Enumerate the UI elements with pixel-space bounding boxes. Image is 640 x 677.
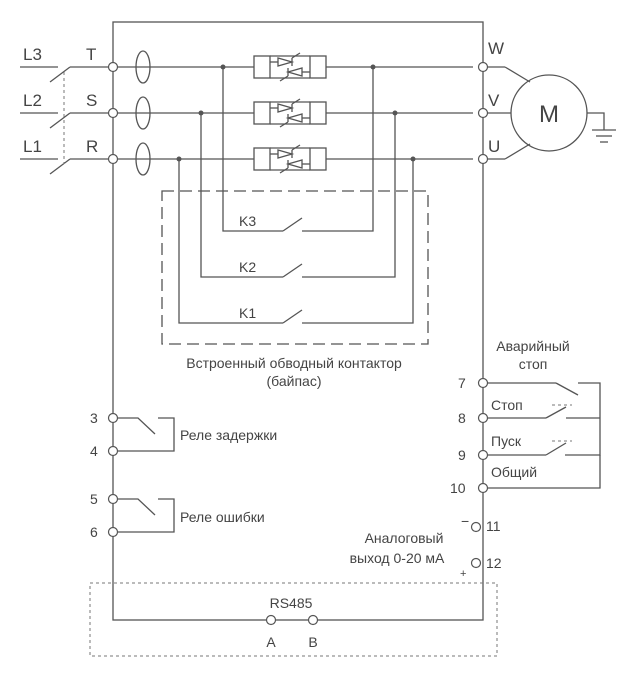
input-disconnect-switch <box>20 66 108 175</box>
terminal-s-label: S <box>86 91 97 110</box>
start-label: Пуск <box>491 433 522 449</box>
bypass-caption-line2: (байпас) <box>267 373 322 389</box>
line-l2-label: L2 <box>23 91 42 110</box>
fault-relay-terminal-5: 5 <box>90 491 98 507</box>
contactor-k3 <box>222 67 374 232</box>
rs485-b-label: B <box>308 634 317 650</box>
terminal-v-label: V <box>488 91 500 110</box>
contactor-k2 <box>200 113 396 278</box>
rs485-a-label: A <box>266 634 276 650</box>
rs485-terminal-a <box>265 614 277 626</box>
ground-icon <box>587 112 616 143</box>
analog-output-label-line1: Аналоговый <box>365 530 444 546</box>
contactor-k3-label: K3 <box>239 213 256 229</box>
terminal-11-label: 11 <box>486 518 501 534</box>
stop-label: Стоп <box>491 397 523 413</box>
current-transformer-r <box>135 142 151 176</box>
control-wiring <box>488 382 601 489</box>
contactor-k1-label: K1 <box>239 305 256 321</box>
current-transformer-t <box>135 50 151 84</box>
fault-relay-terminal-6: 6 <box>90 524 98 540</box>
contactor-k1 <box>178 159 414 324</box>
terminal-t-label: T <box>86 45 96 64</box>
delay-relay-terminal-4: 4 <box>90 443 98 459</box>
analog-plus-sign: + <box>460 568 466 580</box>
terminal-7-label: 7 <box>458 375 466 391</box>
delay-relay <box>118 417 175 452</box>
rs485-terminal-b <box>307 614 319 626</box>
emergency-stop-label-line1: Аварийный <box>496 338 569 354</box>
line-l3-label: L3 <box>23 45 42 64</box>
line-l1-label: L1 <box>23 137 42 156</box>
delay-relay-label: Реле задержки <box>180 427 277 443</box>
analog-minus-sign: − <box>461 513 469 529</box>
emergency-stop-label-line2: стоп <box>519 356 548 372</box>
terminal-r-label: R <box>86 137 98 156</box>
bypass-caption-line1: Встроенный обводный контактор <box>186 355 402 371</box>
contactor-k2-label: K2 <box>239 259 256 275</box>
analog-output-label-line2: выход 0-20 мА <box>350 550 445 566</box>
rs485-label: RS485 <box>270 595 313 611</box>
thyristor-pair-t <box>253 52 327 82</box>
fault-relay <box>118 498 175 533</box>
terminal-9-label: 9 <box>458 447 466 463</box>
terminal-8-label: 8 <box>458 410 466 426</box>
current-transformer-s <box>135 96 151 130</box>
terminal-w-label: W <box>488 39 504 58</box>
motor-label: M <box>539 101 559 128</box>
thyristor-pair-r <box>253 144 327 174</box>
fault-relay-label: Реле ошибки <box>180 509 265 525</box>
terminal-12-label: 12 <box>486 555 502 571</box>
common-label: Общий <box>491 464 537 480</box>
terminal-u-label: U <box>488 137 500 156</box>
delay-relay-terminal-3: 3 <box>90 410 98 426</box>
terminal-10-label: 10 <box>450 480 466 496</box>
thyristor-pair-s <box>253 98 327 128</box>
soft-starter-enclosure <box>112 21 484 621</box>
bypass-contactor-box <box>161 190 429 345</box>
